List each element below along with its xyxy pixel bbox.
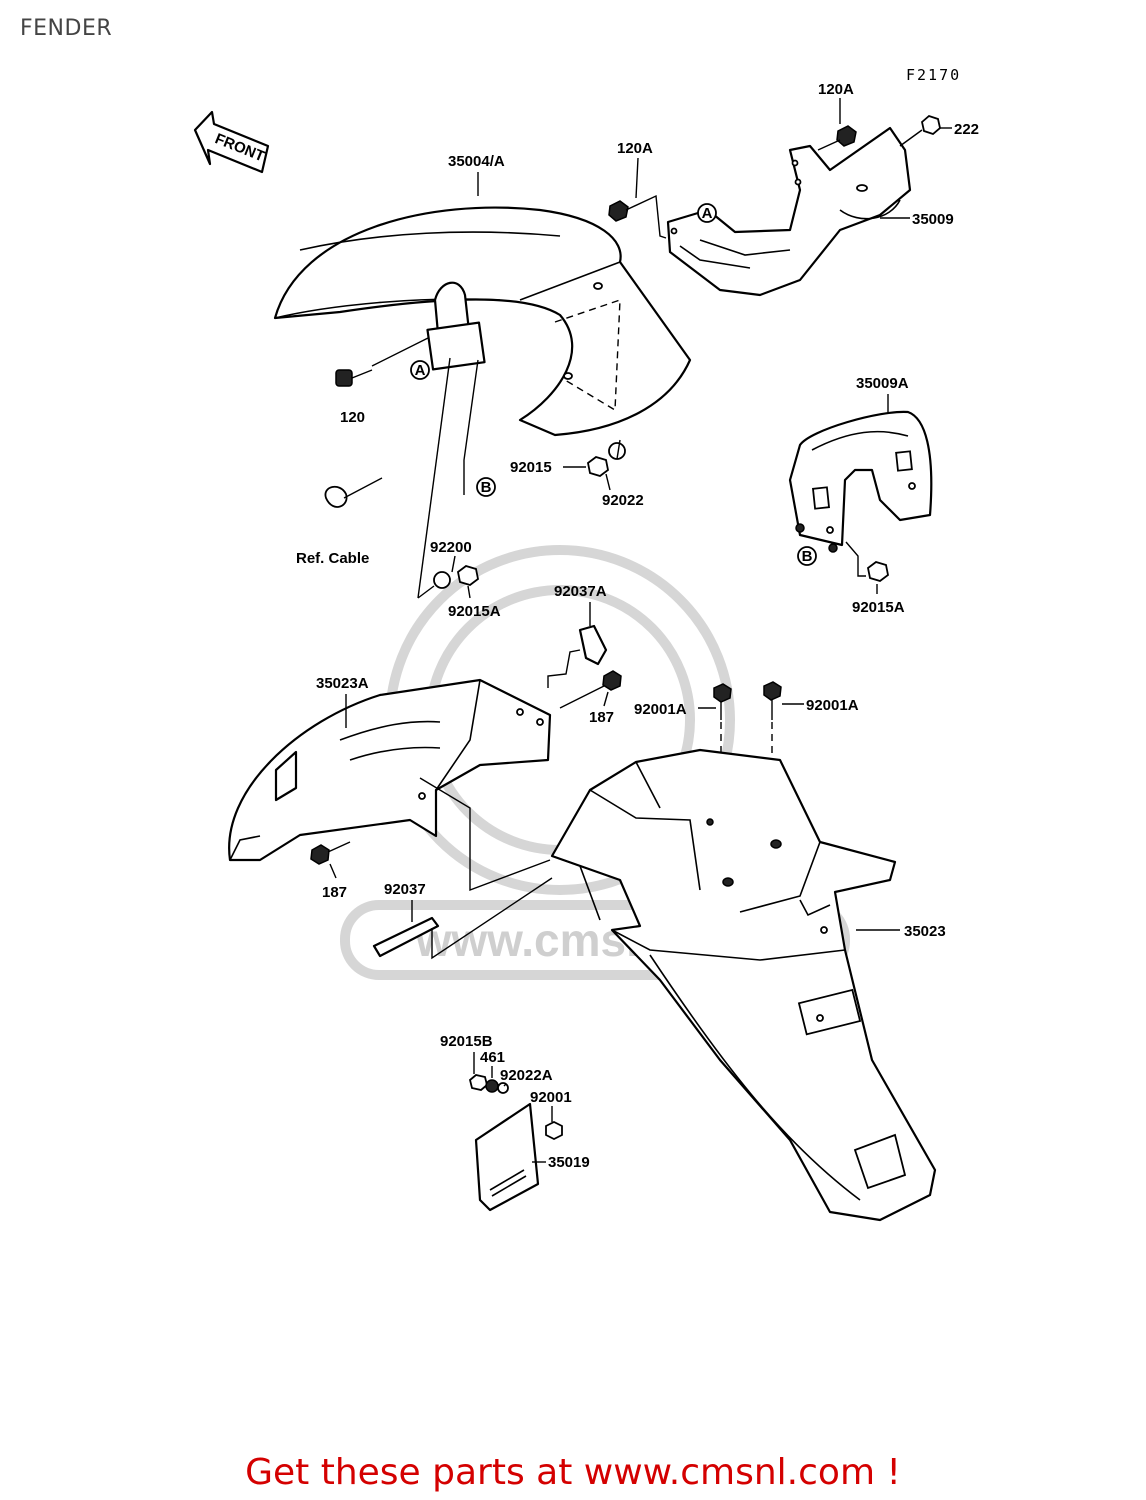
label-187-1: 187 <box>589 709 614 726</box>
label-92037: 92037 <box>384 881 426 898</box>
label-461: 461 <box>480 1049 505 1066</box>
label-92001: 92001 <box>530 1089 572 1106</box>
callout-a-1: A <box>410 360 430 380</box>
inner-fender-35023a <box>228 678 552 862</box>
reflector-35019 <box>474 1102 540 1212</box>
label-92001a-1: 92001A <box>634 701 687 718</box>
reflector-hardware <box>468 1074 563 1141</box>
callout-b-2: B <box>797 546 817 566</box>
label-92037a: 92037A <box>554 583 607 600</box>
fender-cover-35009a <box>788 410 933 553</box>
label-92022: 92022 <box>602 492 644 509</box>
bolt-120 <box>335 337 429 387</box>
label-35009a: 35009A <box>856 375 909 392</box>
label-120a-2: 120A <box>818 81 854 98</box>
svg-text:B: B <box>481 479 492 496</box>
label-92015: 92015 <box>510 459 552 476</box>
label-120: 120 <box>340 409 365 426</box>
clip-92037a <box>547 624 608 688</box>
label-92022a: 92022A <box>500 1067 553 1084</box>
label-35023: 35023 <box>904 923 946 940</box>
ref-cable-label: Ref. Cable <box>296 550 369 567</box>
pin-92037 <box>372 877 553 960</box>
label-92001a-2: 92001A <box>806 697 859 714</box>
bolt-120a-1 <box>608 194 667 239</box>
washer-92200 <box>433 565 479 589</box>
label-92015a-2: 92015A <box>852 599 905 616</box>
nut-222 <box>899 114 941 147</box>
svg-text:A: A <box>702 205 713 222</box>
front-fender <box>273 206 692 437</box>
label-35009: 35009 <box>912 211 954 228</box>
label-92200: 92200 <box>430 539 472 556</box>
bolt-120a-2 <box>817 125 857 151</box>
label-92015a-1: 92015A <box>448 603 501 620</box>
label-35004a: 35004/A <box>448 153 505 170</box>
label-187-2: 187 <box>322 884 347 901</box>
page-title: FENDER <box>20 16 113 41</box>
rear-fender-35023 <box>550 748 937 1222</box>
bolt-187-2 <box>310 841 351 865</box>
bolt-187-1 <box>559 670 622 709</box>
label-222: 222 <box>954 121 979 138</box>
footer-link[interactable]: Get these parts at www.cmsnl.com ! <box>245 1452 901 1493</box>
cable-guide <box>324 477 383 508</box>
svg-text:B: B <box>802 548 813 565</box>
diagram-code: F2170 <box>906 66 961 84</box>
svg-text:A: A <box>415 362 426 379</box>
fender-bracket-35009 <box>666 126 912 297</box>
callout-b-1: B <box>476 477 496 497</box>
label-35023a: 35023A <box>316 675 369 692</box>
nut-92015 <box>587 442 626 477</box>
label-92015b: 92015B <box>440 1033 493 1050</box>
label-35019: 35019 <box>548 1154 590 1171</box>
callout-a-2: A <box>697 203 717 223</box>
callout-a-3: A <box>562 567 573 584</box>
nut-92015a-2 <box>867 561 889 582</box>
front-arrow-icon: FRONT <box>193 110 270 174</box>
label-120a-1: 120A <box>617 140 653 157</box>
